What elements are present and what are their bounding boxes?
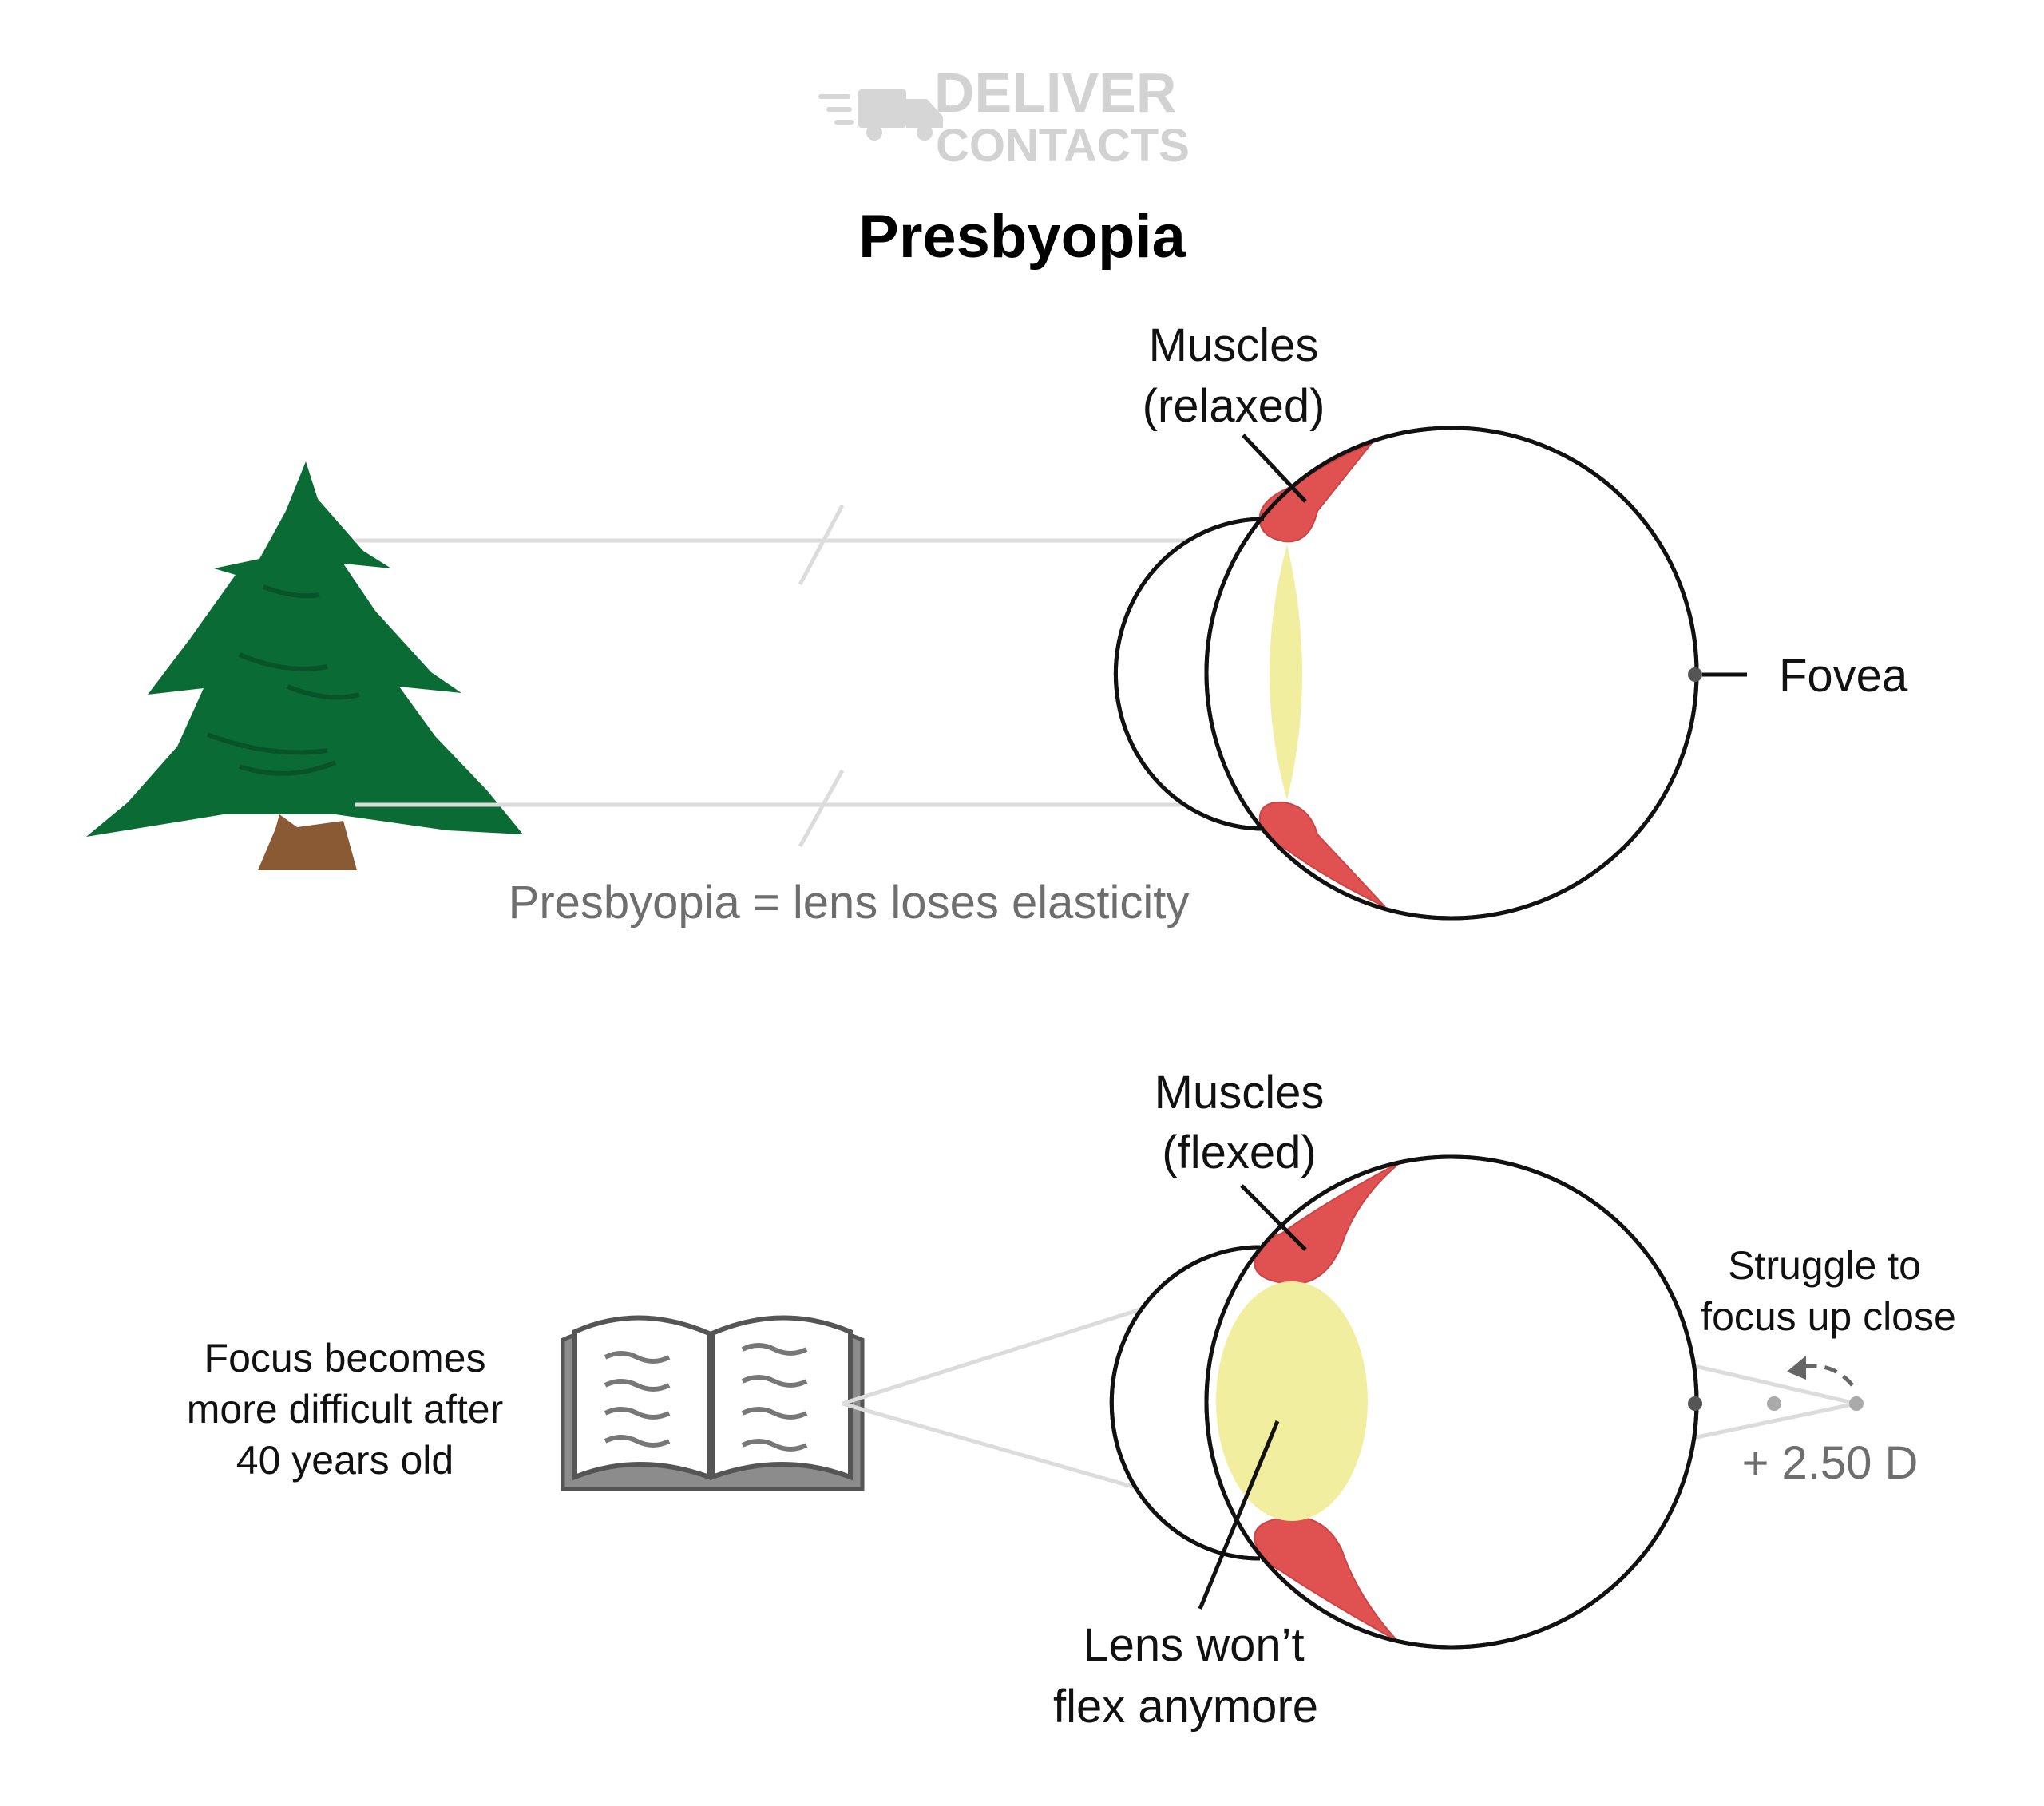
logo-line-1: DELIVER	[934, 61, 1176, 124]
top-diagram: Muscles (relaxed) Fovea Presbyopia = len…	[86, 319, 1908, 929]
lens-label-1: Lens won’t	[1083, 1619, 1304, 1671]
fovea-dot	[1688, 667, 1702, 682]
logo: DELIVER CONTACTS	[818, 61, 1190, 172]
bottom-diagram: Muscles (flexed) Focus becomes more diff…	[187, 1067, 1956, 1733]
muscles-flexed-label-2: (flexed)	[1162, 1127, 1316, 1178]
fovea-label: Fovea	[1779, 650, 1908, 702]
muscles-flexed-label-1: Muscles	[1155, 1067, 1325, 1119]
arrow-icon	[1800, 1364, 1854, 1387]
focus-note-1: Focus becomes	[204, 1336, 486, 1380]
retina-dot	[1688, 1396, 1702, 1411]
struggle-label-2: focus up close	[1701, 1294, 1956, 1339]
focus-note-2: more difficult after	[187, 1387, 503, 1432]
page-title: Presbyopia	[858, 203, 1186, 271]
struggle-label-1: Struggle to	[1728, 1243, 1921, 1288]
focus-note-3: 40 years old	[236, 1438, 454, 1483]
logo-line-2: CONTACTS	[936, 120, 1190, 172]
diopter-label: + 2.50 D	[1742, 1437, 1919, 1489]
book-icon	[561, 1315, 865, 1491]
muscle-bottom-upper	[1254, 1161, 1402, 1285]
muscles-relaxed-label-2: (relaxed)	[1143, 380, 1325, 432]
muscles-relaxed-label-1: Muscles	[1149, 319, 1319, 371]
eye-bottom	[1109, 1154, 1702, 1650]
truck-icon	[818, 89, 943, 141]
top-caption: Presbyopia = lens loses elasticity	[509, 877, 1190, 929]
lens-top	[1270, 545, 1302, 800]
muscle-bottom-lower	[1254, 1515, 1398, 1642]
lens-label-2: flex anymore	[1053, 1681, 1318, 1733]
focal-points	[1767, 1356, 1864, 1411]
lens-bottom	[1216, 1281, 1368, 1521]
eye-top	[1113, 426, 1747, 921]
tree-icon	[86, 461, 523, 870]
